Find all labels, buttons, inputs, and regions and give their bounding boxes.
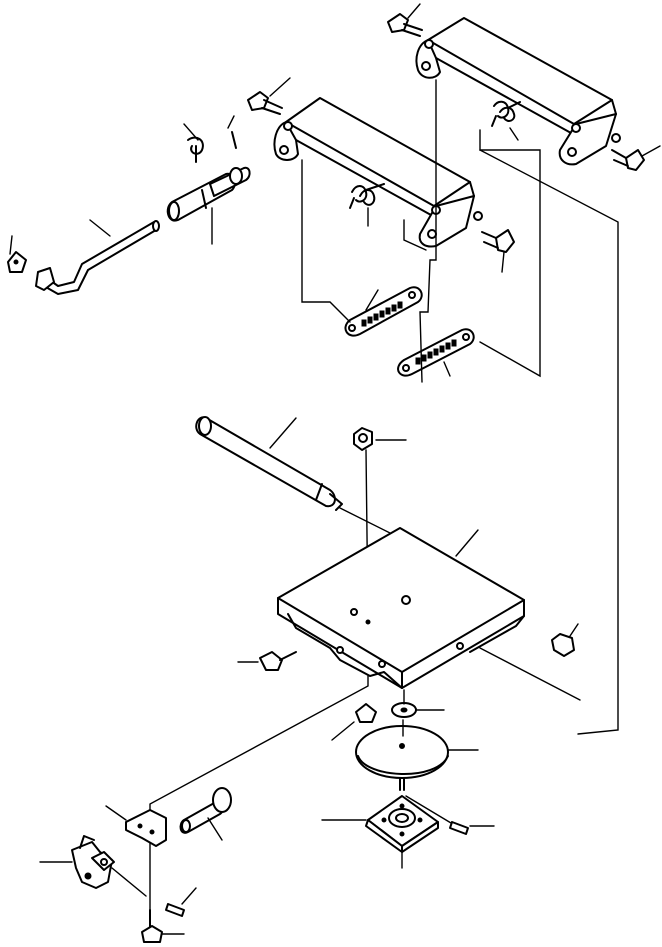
bolt-bottom (141, 909, 185, 943)
nut-side (551, 623, 579, 657)
roll-pin (165, 887, 197, 917)
bolt-turntable (331, 703, 377, 741)
bolt-upper-left-1 (247, 77, 291, 115)
bolt-upper-left-2 (473, 211, 515, 273)
pivot-pin (179, 787, 232, 841)
clevis-bracket (105, 805, 167, 847)
bolt-upper-right-1 (387, 3, 423, 37)
bolt-upper-right-2 (611, 133, 661, 171)
turntable-disc (355, 725, 479, 791)
lock-spring-left (349, 183, 385, 227)
lever-rod (7, 219, 160, 295)
base-plate (277, 527, 581, 701)
lock-spring-right (491, 100, 521, 141)
upper-bracket-right (415, 17, 617, 166)
slide-rail-right (397, 328, 475, 377)
washer (391, 702, 445, 718)
bolt-side-left (237, 651, 297, 671)
latch-block (39, 835, 147, 897)
lock-pin (183, 115, 237, 163)
mount-plate (321, 795, 457, 869)
hinge-pin-sleeve (166, 166, 251, 245)
slide-rail-left (344, 286, 423, 337)
linkage-leader (149, 675, 369, 911)
assembly-leader-lines (301, 79, 619, 735)
upper-bracket-left (273, 97, 475, 248)
shaft-rod (195, 416, 397, 537)
roll-pin-right (449, 821, 495, 835)
